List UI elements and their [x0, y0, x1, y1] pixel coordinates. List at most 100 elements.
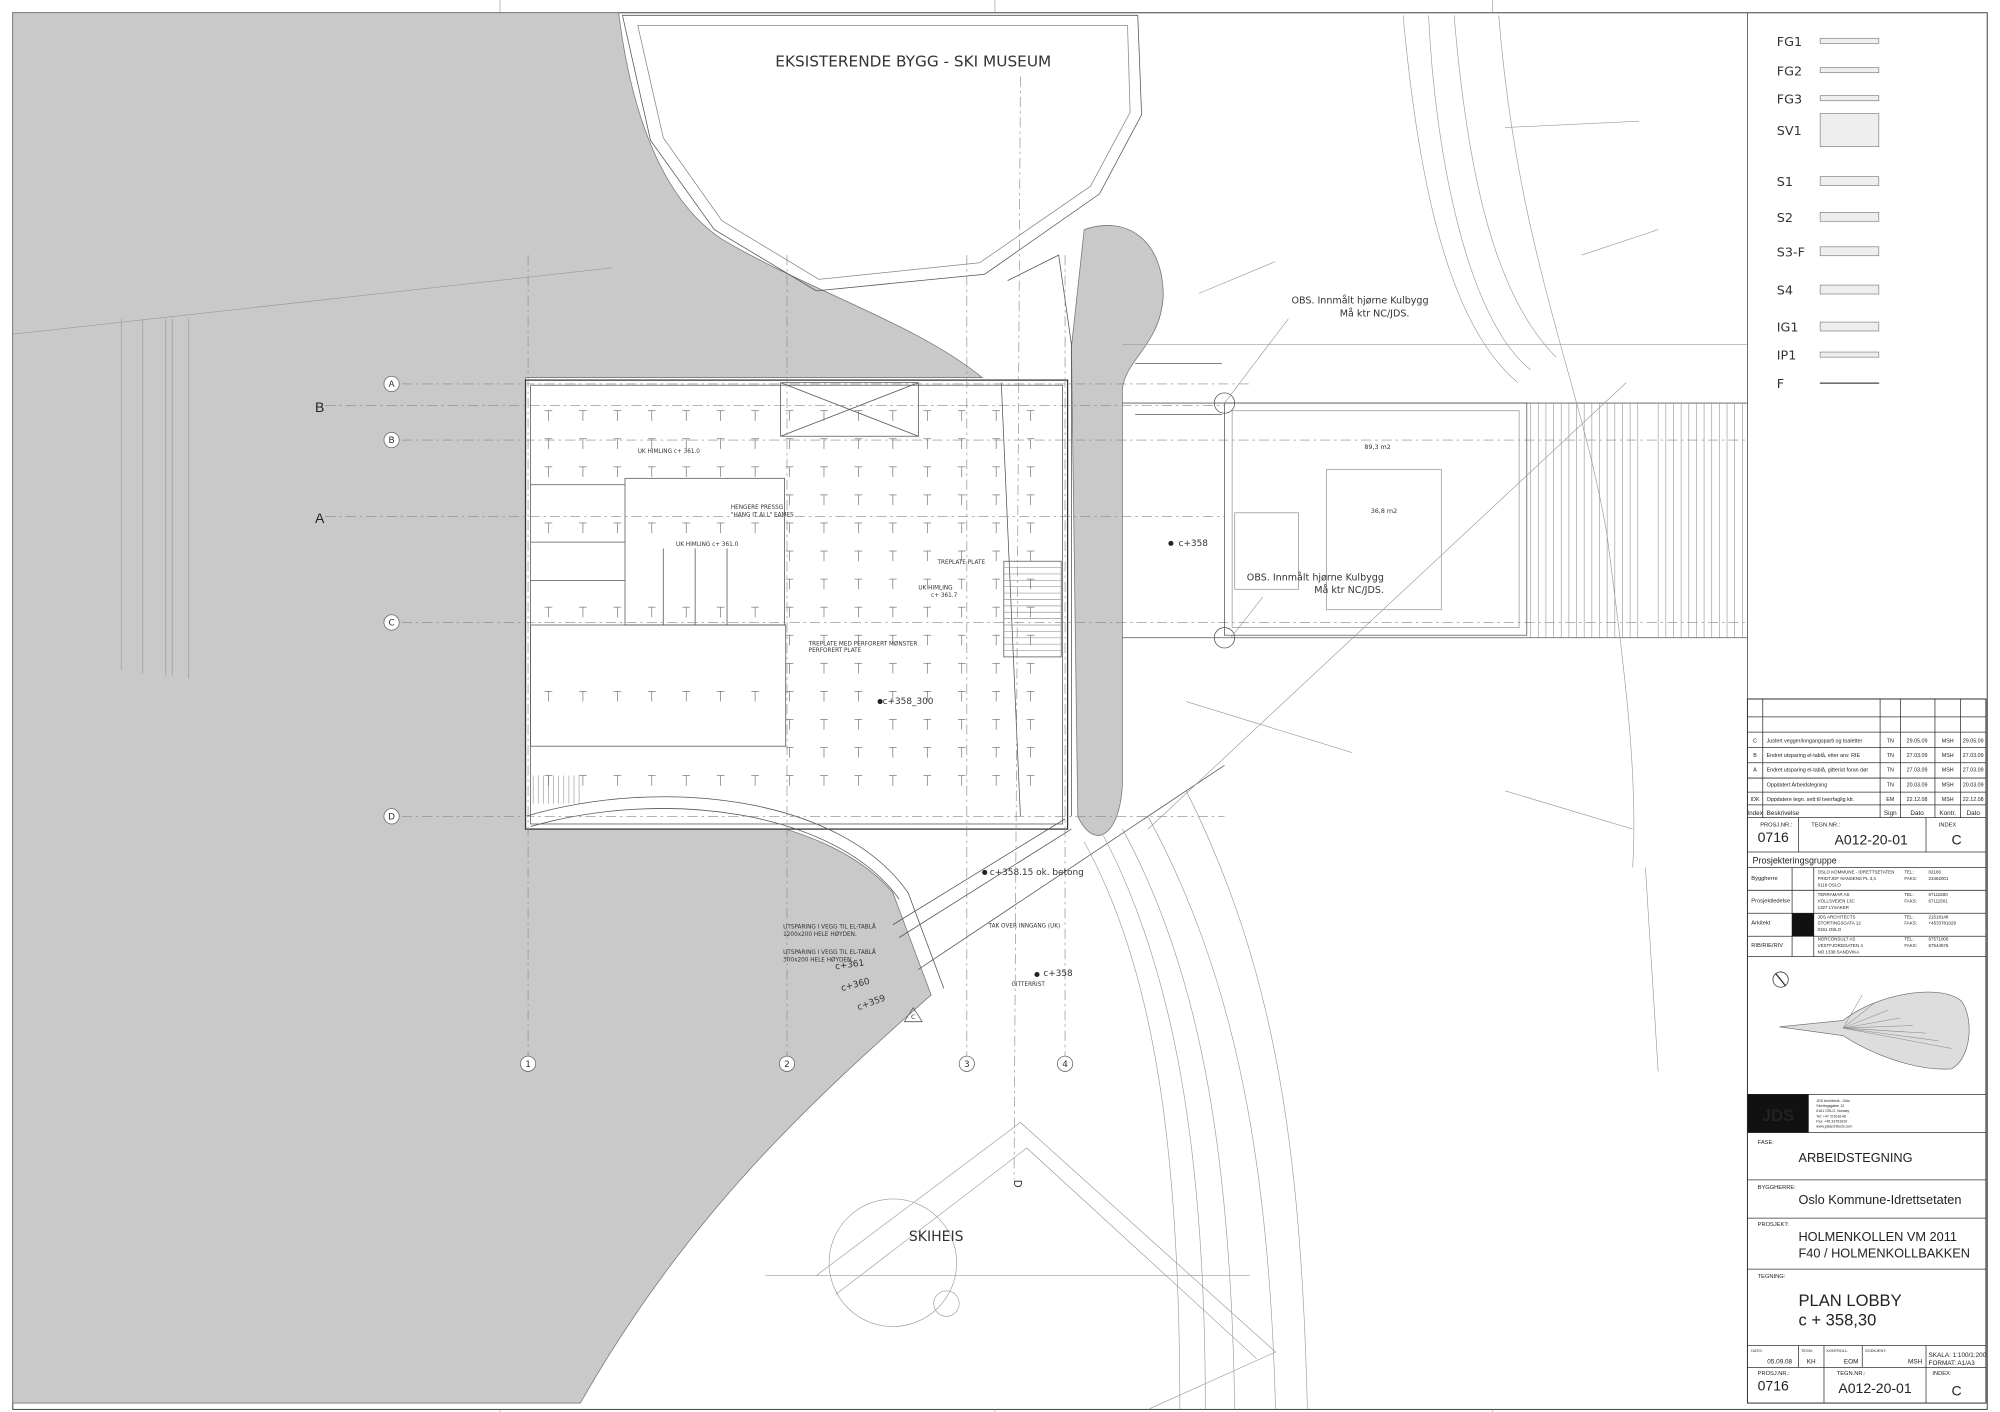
- godkjent-label: GODKJENT:: [1865, 1349, 1886, 1353]
- level-marks: c+358_300 c+358.15 ok. betong c+361 c+36…: [834, 539, 1208, 1013]
- legend-swatch-ip1: [1819, 351, 1880, 358]
- group-address: VESTFJORDGATEN 4: [1818, 943, 1864, 948]
- kulbygg-building: [1122, 363, 1748, 649]
- grid-bubble: [383, 432, 400, 449]
- group-address: VOLLSVEIEN 13C: [1818, 898, 1856, 903]
- light-fixture-symbol: [854, 438, 863, 449]
- group-role: Byggherre: [1751, 876, 1777, 882]
- light-fixture-symbol: [579, 691, 587, 702]
- prosj-nr-label: PROSJ.NR.:: [1760, 823, 1793, 829]
- light-fixture-symbol: [992, 578, 1000, 590]
- group-address: NORCONSULT AS: [1818, 937, 1856, 942]
- light-fixture-symbol: [854, 578, 863, 590]
- light-fixture-symbol: [992, 691, 1000, 702]
- group-tel: 02180: [1929, 870, 1942, 875]
- uk-himling-label: UK HIMLING: [918, 585, 952, 591]
- faks-label: FAKS:: [1904, 921, 1917, 926]
- prosj-nr: 0716: [1758, 829, 1789, 845]
- kontroll-label: KONTROLL:: [1827, 1349, 1849, 1353]
- light-fixture-symbol: [854, 466, 863, 478]
- light-fixture-symbol: [923, 606, 932, 618]
- level-358: c+358: [1179, 539, 1209, 549]
- terrain-lobe: [1071, 225, 1164, 836]
- revision-kontr: MSH: [1942, 797, 1954, 803]
- group-address: JDS ARCHITECTS: [1818, 914, 1856, 919]
- logo-info-line: Stortingsgaten 12: [1816, 1104, 1844, 1108]
- tegning-label: TEGNING:: [1758, 1274, 1786, 1280]
- light-fixture-symbol: [854, 691, 863, 702]
- tel-label: TEL:: [1904, 892, 1913, 897]
- group-role: RIB/RIE/RIV: [1751, 943, 1783, 949]
- light-fixture-symbol: [889, 466, 897, 478]
- light-fixture-symbol: [923, 550, 932, 562]
- legend-label: S3-F: [1777, 245, 1805, 260]
- dato-label: DATO:: [1751, 1349, 1762, 1353]
- prosj-nr: 0716: [1758, 1377, 1789, 1393]
- light-fixture-symbol: [957, 691, 966, 702]
- light-fixture-symbol: [923, 747, 932, 758]
- light-fixture-symbol: [889, 522, 897, 534]
- light-fixture-symbol: [682, 606, 691, 618]
- utsparing-label: UTSPARING I VEGG TIL EL-TABLÅ: [783, 924, 876, 931]
- light-fixture-symbol: [820, 438, 828, 449]
- area-small: 36,8 m2: [1371, 507, 1397, 515]
- light-fixture-symbol: [544, 775, 553, 786]
- revision-kontr: MSH: [1942, 738, 1954, 744]
- lobby-building: [524, 379, 1069, 830]
- light-fixture-symbol: [544, 606, 553, 618]
- light-fixture-symbol: [889, 550, 897, 562]
- level-lobby: c+358_300: [883, 697, 934, 707]
- light-fixture-symbol: [716, 410, 725, 421]
- light-fixture-symbol: [923, 719, 932, 730]
- light-fixture-symbol: [820, 550, 828, 562]
- logo-info-line: 0161 OSLO, Norway: [1816, 1109, 1849, 1113]
- grid-bubble: [383, 808, 400, 825]
- light-fixture-symbol: [992, 775, 1000, 786]
- kontroll-value: EOM: [1844, 1359, 1859, 1366]
- legend-swatch-fg1: [1819, 37, 1880, 44]
- light-fixture-symbol: [957, 747, 966, 758]
- revision-desc: Endret utsparing el-tablå, gitterist for…: [1767, 767, 1869, 774]
- grid-row-label: C: [388, 619, 394, 629]
- light-fixture-symbol: [820, 494, 828, 506]
- prosj-nr-label: PROSJ.NR.:: [1758, 1371, 1791, 1377]
- light-fixture-symbol: [716, 438, 725, 449]
- treplate-label: TREPLATE PLATE: [937, 560, 986, 566]
- revision-date: 20.03.09: [1907, 782, 1928, 788]
- light-fixture-symbol: [682, 466, 691, 478]
- tegn-nr: A012-20-01: [1838, 1380, 1911, 1396]
- light-fixture-symbol: [854, 494, 863, 506]
- light-fixture-symbol: [820, 578, 828, 590]
- ski-lift: [765, 1122, 1277, 1410]
- light-fixture-symbol: [854, 634, 863, 646]
- revision-sign: TN: [1887, 738, 1894, 744]
- tegn-nr-label: TEGN.NR.:: [1837, 1371, 1866, 1377]
- group-tel: 67571000: [1929, 937, 1949, 942]
- group-address: TERRAMAR AS: [1818, 892, 1850, 897]
- jds-logo-text: JDS: [1762, 1106, 1794, 1125]
- light-fixture-symbol: [992, 606, 1000, 618]
- light-fixture-symbol: [854, 606, 863, 618]
- gitterrist-label: GITTERRIST: [1011, 982, 1045, 988]
- uk-himling-level: c+ 361.7: [931, 593, 957, 599]
- legend-label: S1: [1777, 175, 1793, 190]
- light-fixture-symbol: [957, 606, 966, 618]
- light-fixture-symbol: [957, 550, 966, 562]
- light-fixture-symbol: [923, 522, 932, 534]
- light-fixture-symbol: [682, 522, 691, 534]
- revision-sign: TN: [1887, 782, 1894, 788]
- revision-kdate: 29.05.09: [1963, 738, 1984, 744]
- light-fixture-symbol: [854, 662, 863, 674]
- light-fixture-symbol: [992, 494, 1000, 506]
- grid-bubble: [778, 1055, 796, 1072]
- light-fixture-symbol: [647, 466, 656, 478]
- index-label: INDEX:: [1932, 1371, 1951, 1377]
- revision-kdate: 22.12.08: [1963, 797, 1984, 803]
- light-fixture-symbol: [544, 438, 553, 449]
- tegning-level: c + 358,30: [1798, 1310, 1876, 1329]
- revision-kontr: MSH: [1942, 782, 1954, 788]
- light-fixture-symbol: [1026, 606, 1035, 618]
- revision-header-index: Index: [1747, 810, 1763, 817]
- light-fixture-symbol: [1026, 410, 1035, 421]
